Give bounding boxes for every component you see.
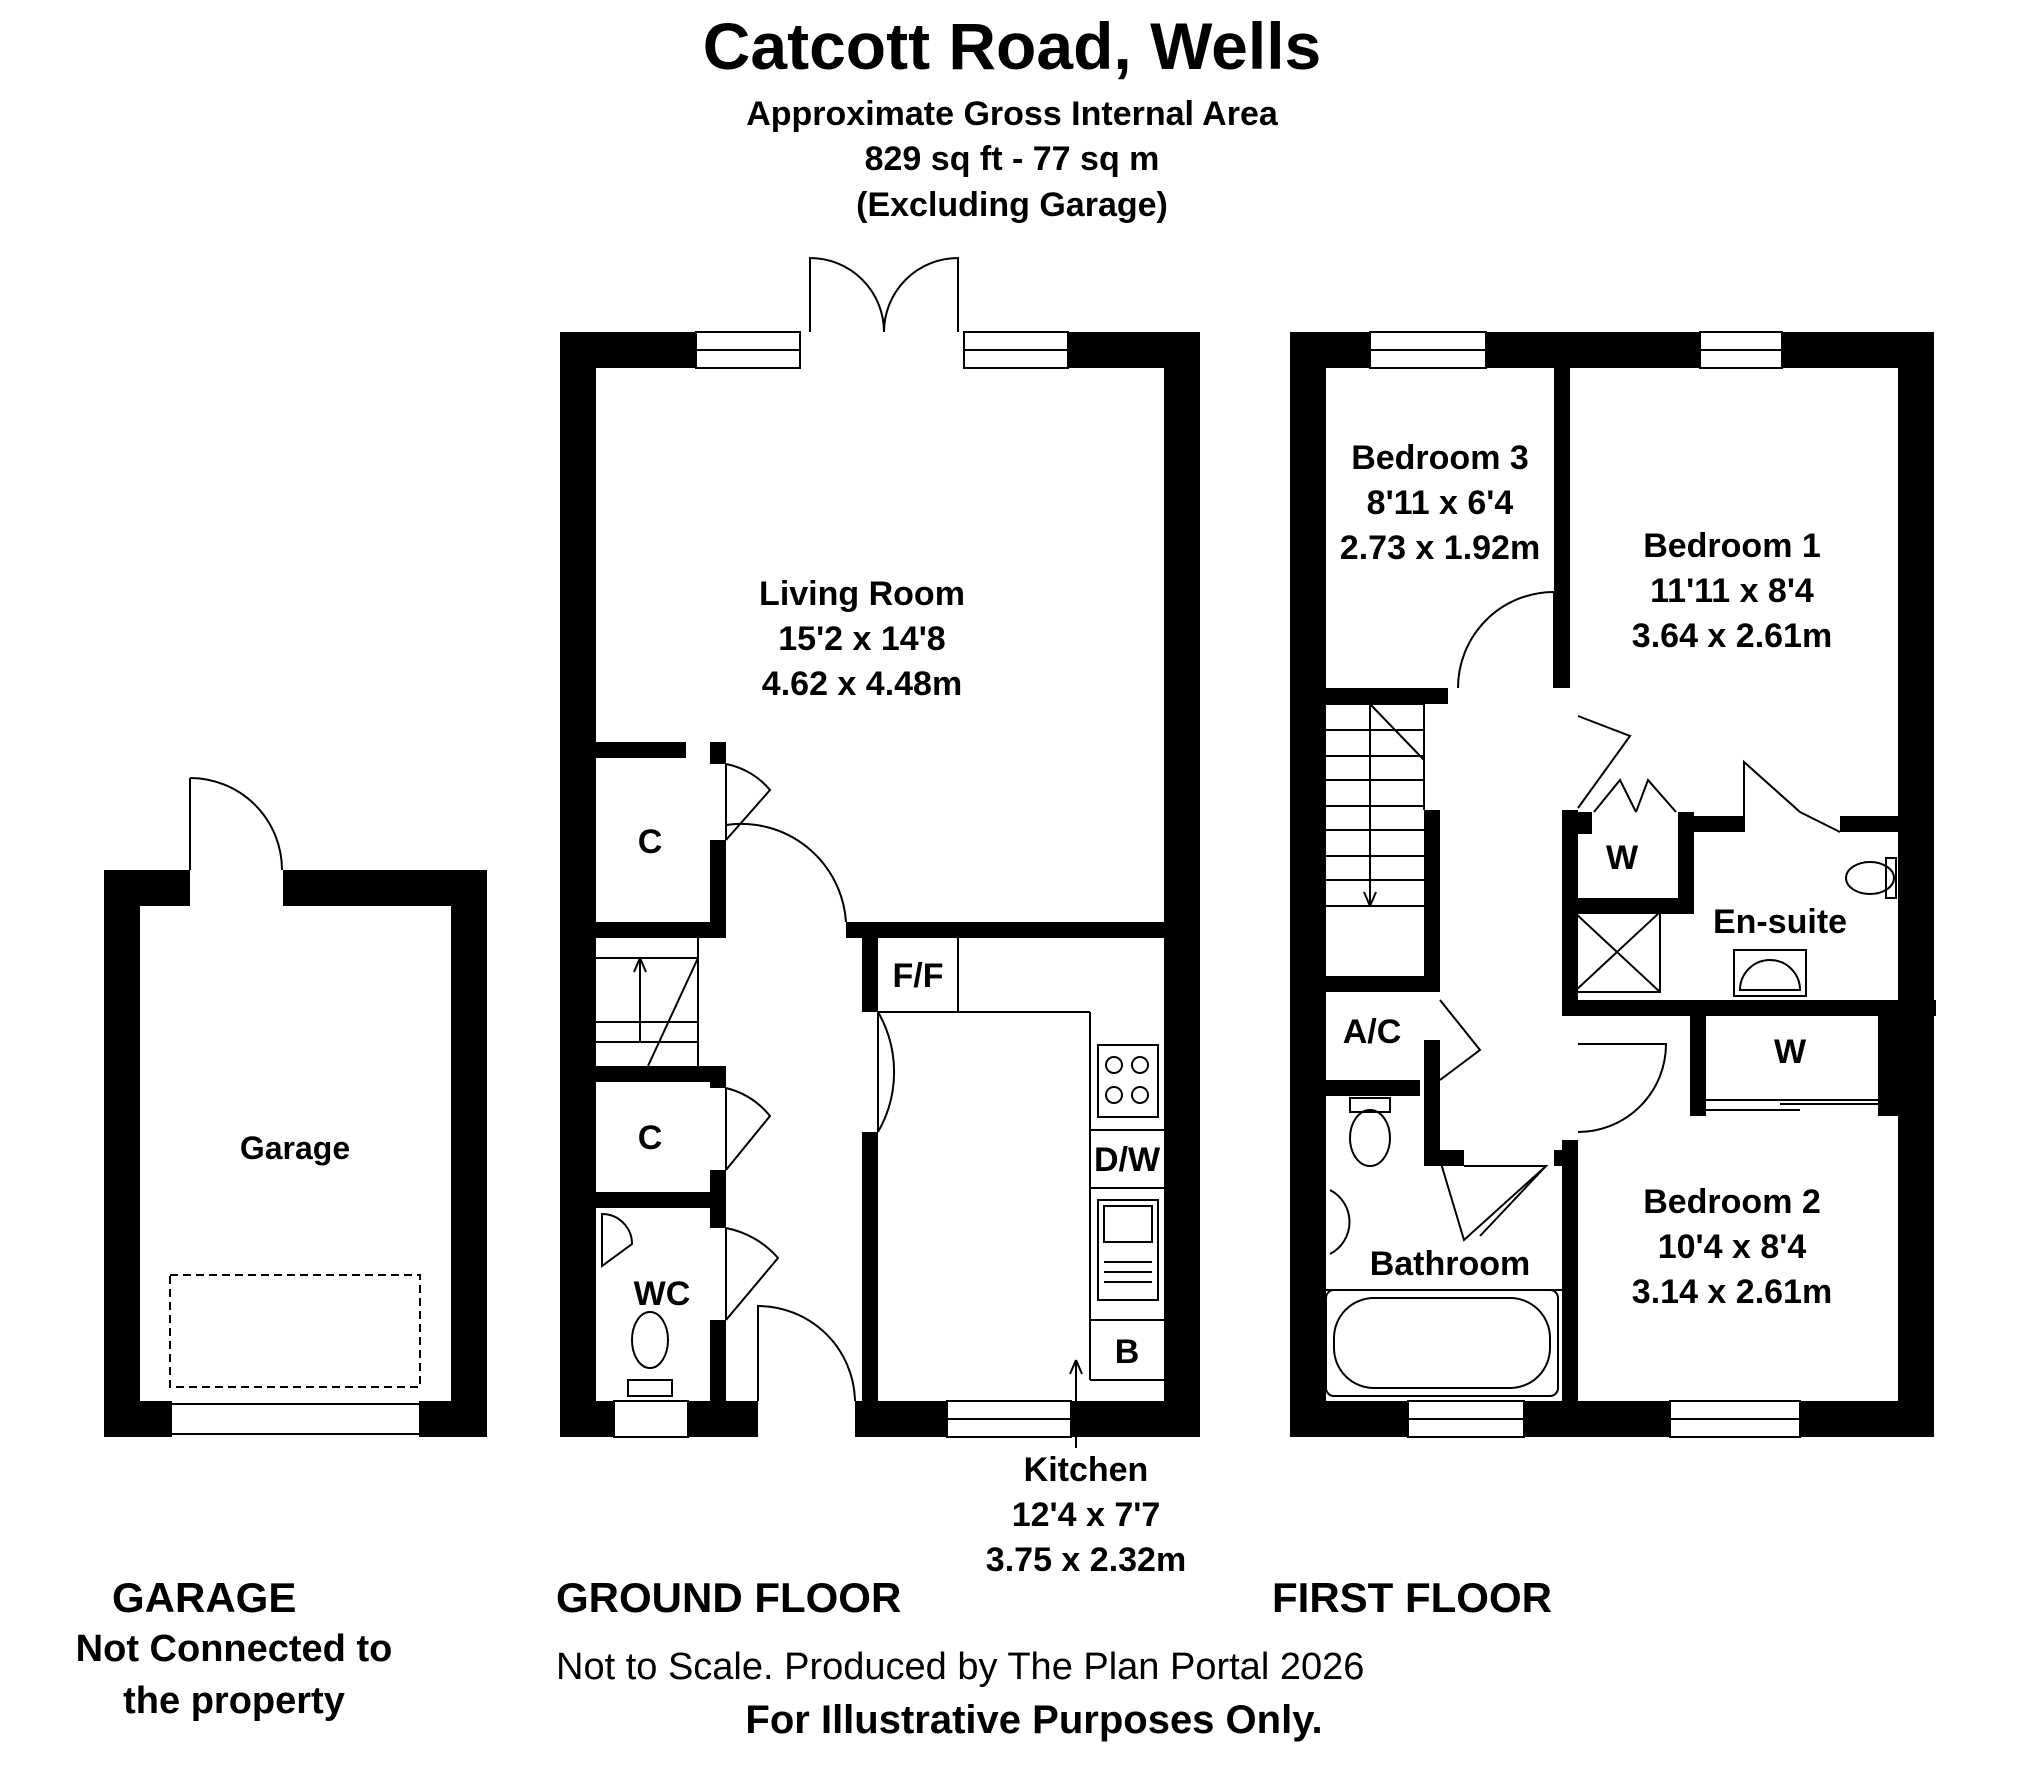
ground-floor-walls [560, 332, 1200, 1437]
first-floor-fittings [1325, 331, 1897, 1438]
ground-floor-title: GROUND FLOOR [556, 1574, 902, 1621]
living-room-metric: 4.62 x 4.48m [761, 665, 963, 703]
living-room-label: Living Room 15'2 x 14'8 4.62 x 4.48m [759, 572, 965, 707]
area-subtitle: Approximate Gross Internal Area [746, 95, 1278, 133]
garage-fittings [169, 777, 421, 1435]
garage-note-line-2: the property [123, 1680, 345, 1722]
bedroom-1-imperial: 11'11 x 8'4 [1650, 572, 1814, 610]
cupboard-upper-label: C [637, 823, 663, 861]
dishwasher-label: D/W [1093, 1141, 1161, 1179]
bedroom-2-label: Bedroom 2 10'4 x 8'4 3.14 x 2.61m [1632, 1180, 1832, 1315]
bedroom-2-imperial: 10'4 x 8'4 [1657, 1228, 1807, 1266]
page-title: Catcott Road, Wells [702, 9, 1322, 83]
first-floor-title: FIRST FLOOR [1272, 1574, 1552, 1621]
kitchen-imperial: 12'4 x 7'7 [1011, 1496, 1161, 1534]
cupboard-lower-label: C [637, 1119, 663, 1157]
garage-note-line-1: Not Connected to [75, 1628, 393, 1670]
wardrobe-bedroom-2-label: W [1773, 1033, 1807, 1071]
living-room-name: Living Room [759, 575, 965, 613]
garage-walls [104, 870, 487, 1437]
bedroom-2-name: Bedroom 2 [1643, 1183, 1821, 1221]
bedroom-2-metric: 3.14 x 2.61m [1631, 1273, 1833, 1311]
garage-room-label: Garage [239, 1130, 351, 1166]
bedroom-3-name: Bedroom 3 [1351, 439, 1529, 477]
bedroom-1-label: Bedroom 1 11'11 x 8'4 3.64 x 2.61m [1632, 524, 1832, 659]
boiler-label: B [1114, 1333, 1140, 1371]
bedroom-3-label: Bedroom 3 8'11 x 6'4 2.73 x 1.92m [1340, 436, 1540, 571]
illustrative-note: For Illustrative Purposes Only. [745, 1698, 1323, 1742]
area-note: (Excluding Garage) [856, 186, 1168, 224]
area-value: 829 sq ft - 77 sq m [864, 140, 1160, 178]
bedroom-1-name: Bedroom 1 [1643, 527, 1821, 565]
bedroom-3-metric: 2.73 x 1.92m [1339, 529, 1541, 567]
disclaimer-text: Not to Scale. Produced by The Plan Porta… [556, 1646, 1365, 1688]
wc-label: WC [633, 1275, 691, 1313]
bedroom-3-imperial: 8'11 x 6'4 [1366, 484, 1514, 522]
ensuite-label: En-suite [1712, 903, 1848, 941]
bedroom-1-metric: 3.64 x 2.61m [1631, 617, 1833, 655]
first-floor-walls [1290, 332, 1936, 1437]
ground-floor-fittings [596, 256, 1164, 1448]
living-room-imperial: 15'2 x 14'8 [778, 620, 946, 658]
airing-cupboard-label: A/C [1342, 1013, 1402, 1051]
kitchen-name: Kitchen [1023, 1451, 1149, 1489]
bathroom-label: Bathroom [1369, 1245, 1531, 1283]
wardrobe-bedroom-1-label: W [1605, 839, 1639, 877]
kitchen-metric: 3.75 x 2.32m [985, 1541, 1187, 1579]
garage-section-title: GARAGE [112, 1574, 297, 1621]
fridge-freezer-label: F/F [892, 957, 944, 995]
kitchen-label: Kitchen 12'4 x 7'7 3.75 x 2.32m [986, 1448, 1186, 1583]
